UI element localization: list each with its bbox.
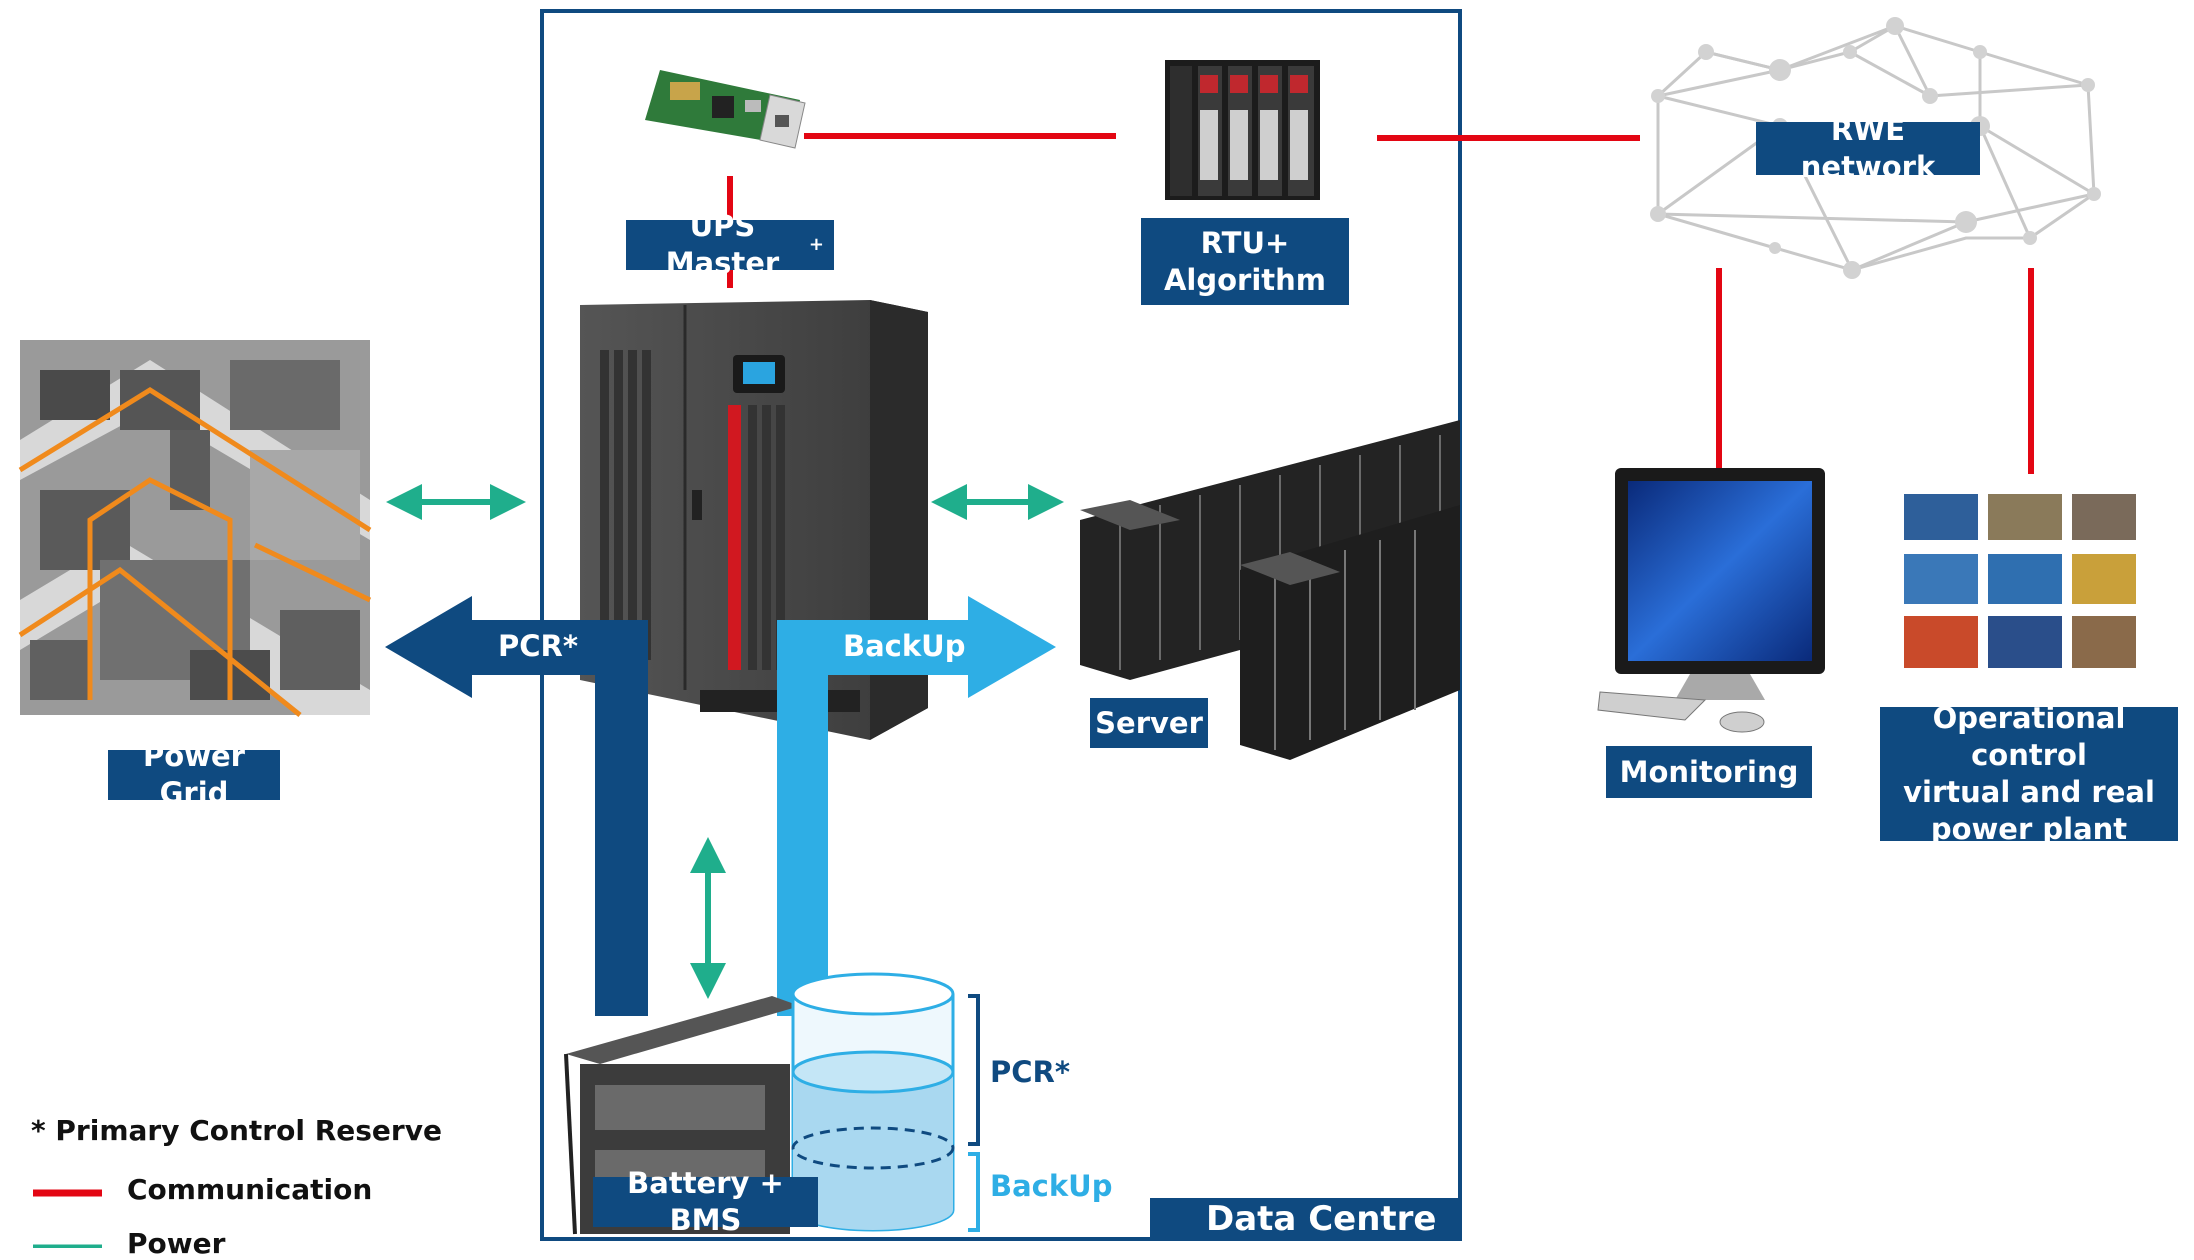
rtu-label-line2: Algorithm bbox=[1163, 262, 1327, 297]
legend-communication: Communication bbox=[127, 1173, 373, 1206]
tank-image bbox=[791, 972, 955, 1232]
power-grid-label: Power Grid bbox=[108, 739, 280, 810]
rwe-network-label: RWE network bbox=[1756, 113, 1980, 184]
monitor-image bbox=[1597, 468, 1825, 733]
legend-footnote: * Primary Control Reserve bbox=[31, 1114, 442, 1147]
backup-arrow bbox=[777, 596, 1056, 1016]
server-label: Server bbox=[1090, 698, 1208, 748]
operational-control-label: Operational control virtual and real pow… bbox=[1880, 701, 2178, 846]
rtu-algorithm-label: RTU+ Algorithm bbox=[1141, 218, 1349, 305]
tank-brackets bbox=[968, 994, 980, 1232]
tank-pcr-label: PCR* bbox=[990, 1055, 1071, 1089]
rwe-network-label-text: RWE network bbox=[1800, 112, 1936, 184]
operational-label-line1: Operational control bbox=[1932, 701, 2126, 772]
ups-master-board-image bbox=[645, 70, 806, 149]
legend-power: Power bbox=[127, 1227, 226, 1260]
data-centre-label-text: Data Centre bbox=[1206, 1199, 1437, 1239]
ups-master-label: UPS Master+ bbox=[626, 209, 834, 280]
server-racks-image bbox=[1080, 420, 1460, 760]
video-wall-image bbox=[1904, 494, 2136, 668]
monitoring-label-text: Monitoring bbox=[1619, 754, 1799, 789]
data-centre-label: Data Centre bbox=[1150, 1198, 1460, 1241]
power-arrows bbox=[386, 484, 1064, 999]
pcr-arrow-label: PCR* bbox=[498, 629, 579, 663]
server-label-text: Server bbox=[1095, 705, 1203, 740]
tank-backup-label: BackUp bbox=[990, 1169, 1113, 1203]
power-grid-label-text: Power Grid bbox=[143, 739, 245, 810]
backup-arrow-label: BackUp bbox=[843, 629, 966, 663]
legend-swatches bbox=[33, 1189, 102, 1248]
pcr-arrow bbox=[385, 596, 648, 1016]
rtu-label-line1: RTU+ bbox=[1200, 225, 1290, 260]
power-grid-city-image bbox=[18, 340, 372, 717]
rwe-network-mesh bbox=[1656, 24, 2096, 272]
battery-bms-label-text: Battery + BMS bbox=[627, 1166, 784, 1237]
communication-lines bbox=[727, 133, 2034, 474]
battery-bms-label: Battery + BMS bbox=[593, 1166, 818, 1237]
ups-master-label-text: UPS Master bbox=[665, 209, 780, 280]
operational-label-line3: power plant bbox=[1930, 812, 2128, 846]
monitoring-label: Monitoring bbox=[1606, 746, 1812, 798]
rtu-rack-image bbox=[1165, 60, 1320, 200]
operational-label-line2: virtual and real bbox=[1903, 775, 2155, 809]
